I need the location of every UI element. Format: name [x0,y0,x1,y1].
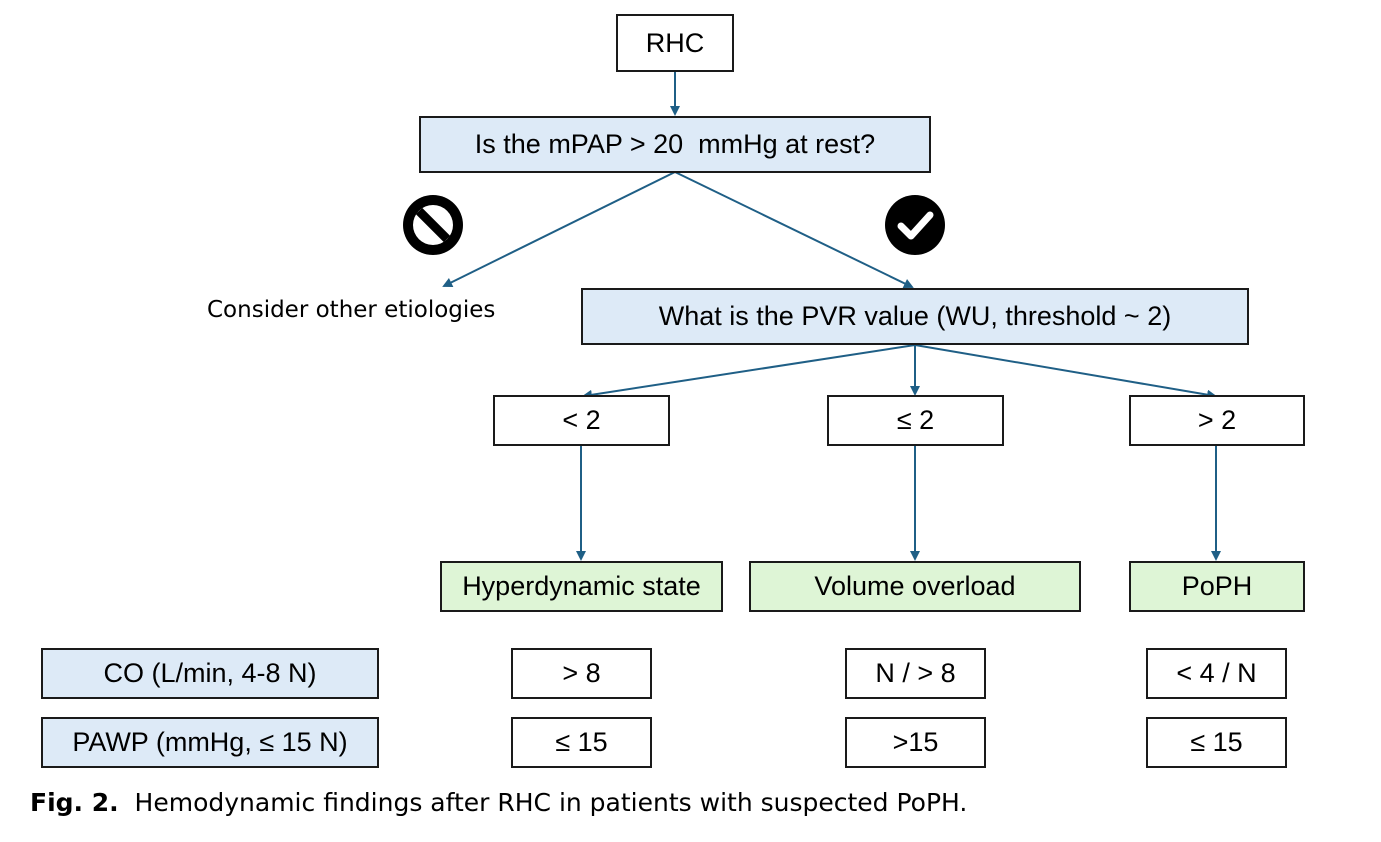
pawp-value-hyperdynamic: ≤ 15 [511,717,652,768]
outcome-volume-overload: Volume overload [749,561,1081,612]
outcome-label: Hyperdynamic state [462,571,701,601]
no-entry-icon [403,195,463,255]
figure-caption-prefix: Fig. 2. [30,788,119,817]
outcome-label: Volume overload [814,571,1016,601]
mpap-question-label: Is the mPAP > 20 mmHg at rest? [474,129,876,159]
co-value: N / > 8 [875,658,956,688]
co-row-label-box: CO (L/min, 4-8 N) [41,648,379,699]
pawp-value: >15 [892,727,939,757]
co-value-poph: < 4 / N [1146,648,1287,699]
pvr-option-le2: ≤ 2 [827,395,1004,446]
outcome-label: PoPH [1181,571,1253,601]
pawp-row-label-box: PAWP (mmHg, ≤ 15 N) [41,717,379,768]
figure-caption-text: Hemodynamic findings after RHC in patien… [134,788,968,817]
other-etiologies-label: Consider other etiologies [207,297,496,323]
co-value: < 4 / N [1176,658,1257,688]
rhc-label: RHC [645,27,705,58]
pvr-option-gt2: > 2 [1129,395,1305,446]
mpap-question-box: Is the mPAP > 20 mmHg at rest? [419,116,931,173]
pvr-question-box: What is the PVR value (WU, threshold ~ 2… [581,288,1249,345]
co-value-volume-overload: N / > 8 [845,648,986,699]
pawp-value-poph: ≤ 15 [1146,717,1287,768]
arrow-q1-to-q2 [674,171,914,289]
outcome-poph: PoPH [1129,561,1305,612]
pvr-option-label: < 2 [562,405,601,435]
pvr-option-lt2: < 2 [493,395,670,446]
arrow-q2-to-gt2 [914,344,1217,400]
co-value: > 8 [562,658,601,688]
pvr-option-label: > 2 [1197,405,1237,435]
pawp-value-volume-overload: >15 [845,717,986,768]
pvr-option-label: ≤ 2 [896,405,935,435]
pvr-question-label: What is the PVR value (WU, threshold ~ 2… [658,301,1172,331]
co-row-label: CO (L/min, 4-8 N) [103,658,317,688]
co-value-hyperdynamic: > 8 [511,648,652,699]
arrow-q2-to-lt2 [582,344,916,400]
outcome-hyperdynamic: Hyperdynamic state [440,561,723,612]
pawp-row-label: PAWP (mmHg, ≤ 15 N) [72,727,348,757]
pawp-value: ≤ 15 [1190,727,1243,757]
arrow-q1-to-other [442,171,676,287]
rhc-box: RHC [616,14,734,72]
check-icon [885,195,945,255]
figure-caption: Fig. 2. Hemodynamic findings after RHC i… [30,788,967,817]
pawp-value: ≤ 15 [555,727,608,757]
